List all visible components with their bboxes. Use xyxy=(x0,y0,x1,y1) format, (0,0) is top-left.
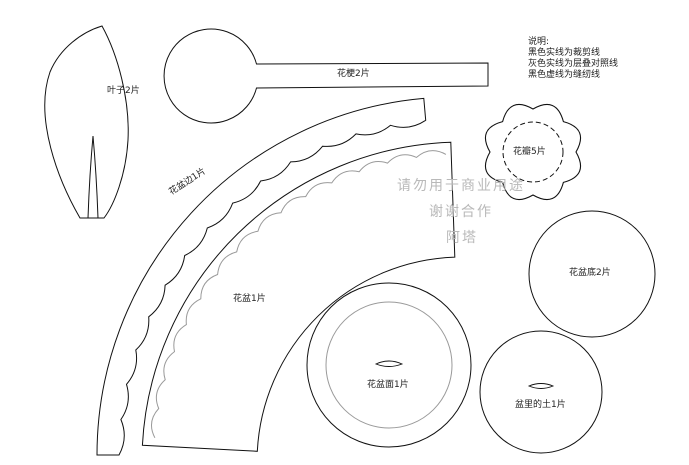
pot-face-piece xyxy=(306,282,472,448)
leaf-outline xyxy=(44,25,129,219)
stem-piece xyxy=(163,28,489,124)
pot-label: 花盆1片 xyxy=(233,294,266,304)
pot-bottom-label: 花盆底2片 xyxy=(569,268,611,278)
leaf-vein xyxy=(87,135,99,219)
legend-heading: 说明: xyxy=(528,37,550,47)
leaf-label: 叶子2片 xyxy=(107,86,140,96)
pot-rim-piece xyxy=(96,97,427,456)
pot-bottom-outline xyxy=(528,210,656,338)
soil-slit xyxy=(527,383,555,389)
pot-piece xyxy=(141,141,456,452)
soil-label: 盆里的土1片 xyxy=(515,400,566,410)
soil-outline xyxy=(479,330,603,454)
legend-line-3: 黑色虚线为缝纫线 xyxy=(528,70,601,80)
flower-outline xyxy=(484,103,582,201)
pot-face-overlap-line xyxy=(325,301,453,429)
pot-face-label: 花盆面1片 xyxy=(367,380,409,390)
legend-line-2: 灰色实线为层叠对照线 xyxy=(528,59,619,69)
stem-outline xyxy=(163,28,489,124)
flower-sewing-line xyxy=(502,121,564,183)
leaf-piece xyxy=(44,25,129,219)
petal-label: 花瓣5片 xyxy=(513,147,546,157)
pot-overlap-line xyxy=(150,150,447,439)
pot-face-slit xyxy=(374,360,404,367)
pot-rim-outline xyxy=(96,97,427,456)
watermark-line-2: 谢谢合作 xyxy=(429,204,493,220)
legend-line-1: 黑色实线为裁剪线 xyxy=(528,48,601,58)
soil-piece xyxy=(479,330,603,454)
watermark-line-3: 阿塔 xyxy=(446,230,478,246)
pot-outline xyxy=(141,141,456,452)
legend-notes: 说明: 黑色实线为裁剪线 灰色实线为层叠对照线 黑色虚线为缝纫线 xyxy=(528,37,618,81)
watermark-line-1: 请勿用于商业用途 xyxy=(397,178,525,194)
pot-face-outline xyxy=(306,282,472,448)
flower-piece xyxy=(484,103,582,201)
stem-label: 花梗2片 xyxy=(337,69,370,79)
